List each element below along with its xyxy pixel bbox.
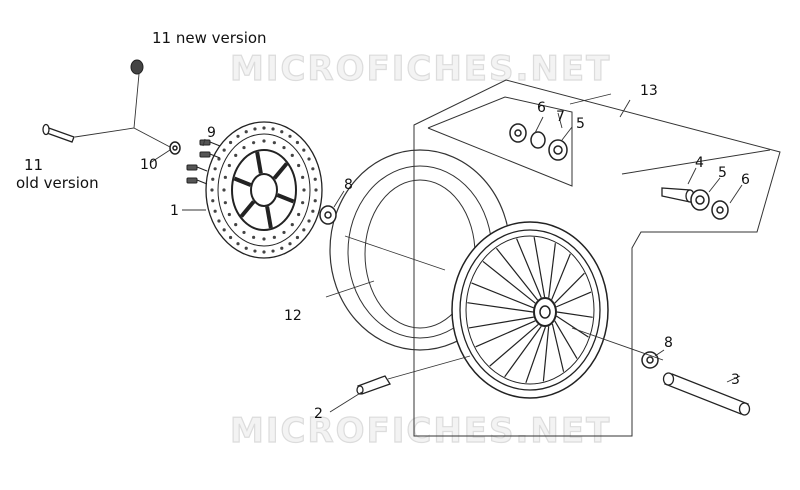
axle <box>662 372 751 416</box>
callout-numbers: 1 2 3 4 5 6 7 5 6 8 8 9 10 12 13 <box>140 83 750 422</box>
callout-8-right: 8 <box>664 335 673 351</box>
spacer-8-left <box>319 205 337 225</box>
callout-7: 7 <box>556 109 565 125</box>
label-old-number: 11 <box>24 156 43 174</box>
wheel-rim <box>451 221 609 399</box>
spacer-8-right <box>641 351 659 369</box>
callout-10: 10 <box>140 157 158 173</box>
spacer-tube-4 <box>661 187 695 203</box>
disc-bolts-9 <box>186 139 221 185</box>
callout-5-top: 5 <box>576 116 585 132</box>
callout-3: 3 <box>731 372 740 388</box>
callout-6-right: 6 <box>741 172 750 188</box>
seal-6-top <box>509 123 527 143</box>
label-old-version: old version <box>16 174 99 192</box>
callout-4: 4 <box>695 155 704 171</box>
watermark-bottom: MICROFICHES.NET <box>230 411 611 451</box>
callout-2: 2 <box>314 406 323 422</box>
bearing-5-top <box>548 139 568 161</box>
brake-disc <box>205 121 323 259</box>
callout-5-right: 5 <box>718 165 727 181</box>
seal-6-right <box>711 200 729 220</box>
callout-12: 12 <box>284 308 302 324</box>
ring-7 <box>530 131 546 149</box>
label-new-version: 11 new version <box>152 29 267 47</box>
callout-6-top: 6 <box>537 100 546 116</box>
nut-11-new <box>130 59 144 75</box>
leader-lines <box>74 73 743 413</box>
kit-outline <box>413 79 781 437</box>
washer-10 <box>169 141 181 155</box>
bolt-11-old <box>42 123 75 143</box>
bearing-5-right <box>690 189 710 211</box>
callout-13: 13 <box>640 83 658 99</box>
callout-8-left: 8 <box>344 177 353 193</box>
callout-1: 1 <box>170 203 179 219</box>
callout-9: 9 <box>207 125 216 141</box>
valve <box>356 375 391 395</box>
watermark-top: MICROFICHES.NET <box>230 49 611 89</box>
